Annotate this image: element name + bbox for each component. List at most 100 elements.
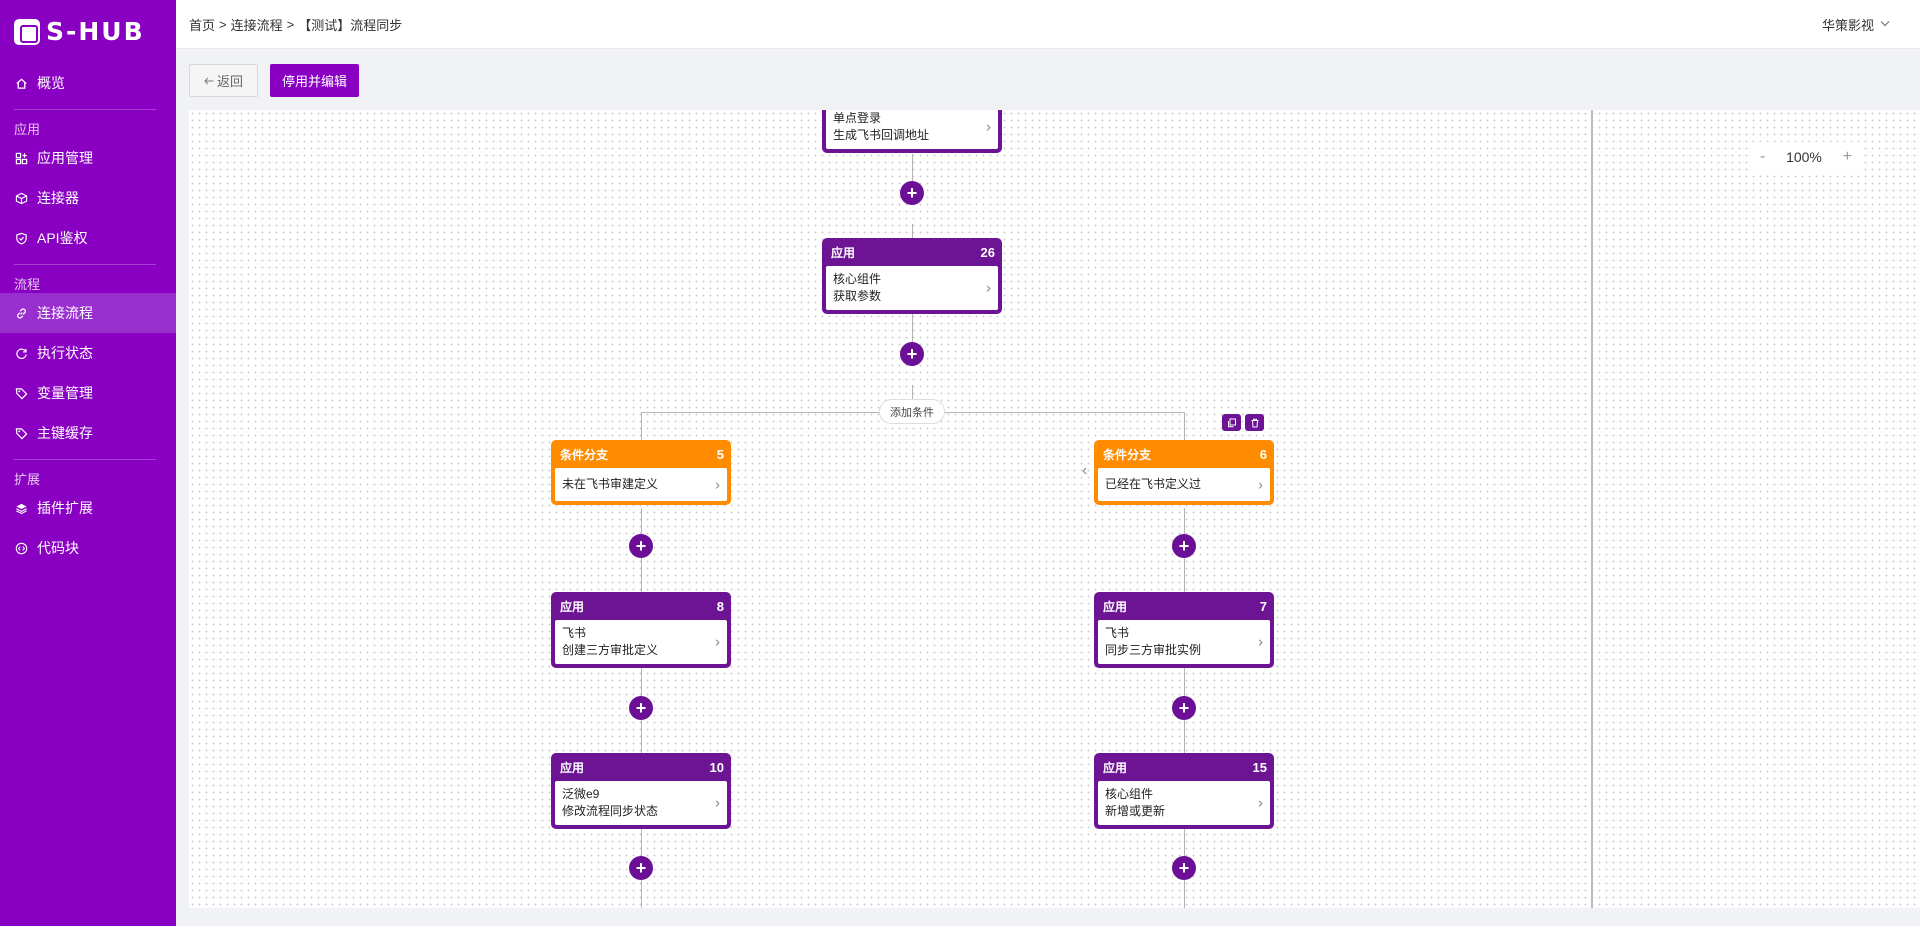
breadcrumb-current: 【测试】流程同步 [298,17,403,33]
flow-node-app[interactable]: 单点登录 生成飞书回调地址 › [822,110,1002,153]
add-step-button[interactable]: + [1172,534,1196,558]
flow-canvas[interactable]: 单点登录 生成飞书回调地址 › + 应用 26 核心组件 获取参数 › + 添加… [189,110,1920,908]
flow-node-condition-branch[interactable]: 条件分支 5 未在飞书审建定义 › [551,440,731,505]
sidebar-item-api-auth[interactable]: API鉴权 [0,218,176,258]
node-action-name: 修改流程同步状态 [562,804,659,818]
flow-node-app[interactable]: 应用 26 核心组件 获取参数 › [822,238,1002,314]
disable-and-edit-button[interactable]: 停用并编辑 [270,64,360,97]
breadcrumb-connection-flow[interactable]: 连接流程 [230,17,283,33]
code-icon [14,541,28,555]
node-header: 应用 8 [555,592,727,620]
sidebar-item-label: 主键缓存 [37,425,93,441]
top-header: 首页 > 连接流程 > 【测试】流程同步 华策影视 [176,0,1920,49]
node-header: 应用 26 [826,238,998,266]
sidebar-item-code-block[interactable]: 代码块 [0,528,176,568]
chevron-right-icon: › [986,118,991,135]
bottom-bar [176,908,1920,926]
sidebar: S-HUB 概览 应用 应用管理 连接器 API鉴权 流程 连接流程 [0,0,176,926]
node-id: 26 [980,244,995,260]
chevron-right-icon: › [715,476,720,493]
add-step-button[interactable]: + [629,696,653,720]
back-button[interactable]: 返回 [189,64,259,97]
sidebar-item-label: 概览 [37,75,65,91]
chevron-right-icon: › [986,279,991,297]
add-step-button[interactable]: + [900,181,924,205]
zoom-out-button[interactable]: - [1760,148,1766,165]
chevron-right-icon: › [1258,633,1263,651]
chevron-down-icon [1880,19,1890,30]
node-body: 单点登录 生成飞书回调地址 › [826,110,998,149]
zoom-control: - 100% + [1750,142,1862,172]
sidebar-item-plugin-extension[interactable]: 插件扩展 [0,488,176,528]
flow-node-app[interactable]: 应用 8 飞书 创建三方审批定义 › [551,592,731,668]
home-icon [14,76,28,90]
sidebar-item-connector[interactable]: 连接器 [0,178,176,218]
nav-group-app: 应用 [14,122,41,137]
sidebar-item-label: 插件扩展 [37,500,93,516]
add-step-button[interactable]: + [900,342,924,366]
node-action-name: 生成飞书回调地址 [833,128,930,142]
node-body: 飞书 同步三方审批实例 › [1098,620,1270,664]
flow-node-app[interactable]: 应用 10 泛微e9 修改流程同步状态 › [551,753,731,829]
app-grid-icon [14,151,28,165]
refresh-icon [14,346,28,360]
copy-icon[interactable] [1222,414,1241,431]
sidebar-item-label: API鉴权 [37,230,88,246]
node-type: 条件分支 [1103,447,1152,462]
connector-line [1184,412,1185,450]
divider [14,459,156,460]
logo-text: S-HUB [46,17,145,46]
add-step-button[interactable]: + [1172,856,1196,880]
node-action-name: 同步三方审批实例 [1105,643,1202,657]
chevron-right-icon: › [715,633,720,651]
node-app-name: 飞书 [562,626,587,640]
add-step-button[interactable]: + [1172,696,1196,720]
node-body: 核心组件 获取参数 › [826,266,998,310]
flow-node-app[interactable]: 应用 7 飞书 同步三方审批实例 › [1094,592,1274,668]
node-header: 应用 7 [1098,592,1270,620]
node-body: 已经在飞书定义过 › [1098,468,1270,501]
node-type: 条件分支 [560,447,609,462]
sidebar-item-execution-status[interactable]: 执行状态 [0,333,176,373]
node-action-name: 获取参数 [833,289,882,303]
logo-icon [14,18,40,45]
node-condition-text: 已经在飞书定义过 [1105,477,1202,491]
node-id: 10 [709,759,724,775]
chevron-right-icon: › [1258,794,1263,812]
node-id: 8 [716,598,724,614]
node-action-name: 新增或更新 [1105,804,1166,818]
sidebar-item-app-management[interactable]: 应用管理 [0,138,176,178]
breadcrumb-separator: > [219,16,227,32]
node-body: 未在飞书审建定义 › [555,468,727,501]
add-step-button[interactable]: + [629,534,653,558]
divider [14,109,156,110]
flow-diagram: 单点登录 生成飞书回调地址 › + 应用 26 核心组件 获取参数 › + 添加… [189,110,1920,908]
toolbar: 返回 停用并编辑 [189,64,360,97]
sidebar-item-variable-management[interactable]: 变量管理 [0,373,176,413]
node-type: 应用 [560,760,585,775]
logo[interactable]: S-HUB [0,0,176,63]
sidebar-item-connection-flow[interactable]: 连接流程 [0,293,176,333]
chevron-left-icon[interactable]: ‹ [1082,462,1088,479]
shield-icon [14,231,28,245]
add-condition-button[interactable]: 添加条件 [879,399,945,424]
node-id: 6 [1259,446,1267,462]
connector-line [912,154,913,202]
add-step-button[interactable]: + [629,856,653,880]
flow-node-app[interactable]: 应用 15 核心组件 新增或更新 › [1094,753,1274,829]
node-type: 应用 [1103,599,1128,614]
connector-line [912,313,913,363]
sidebar-item-overview[interactable]: 概览 [0,63,176,103]
node-app-name: 泛微e9 [562,787,600,801]
delete-icon[interactable] [1245,414,1264,431]
user-name: 华策影视 [1821,18,1874,33]
nav-group-flow: 流程 [14,277,41,292]
sidebar-item-label: 代码块 [37,540,79,556]
panel-splitter[interactable] [1591,110,1593,908]
sidebar-item-primary-key-cache[interactable]: 主键缓存 [0,413,176,453]
user-menu[interactable]: 华策影视 [1822,0,1890,49]
breadcrumb-home[interactable]: 首页 [189,17,216,33]
flow-node-condition-branch[interactable]: 条件分支 6 已经在飞书定义过 › [1094,440,1274,505]
zoom-in-button[interactable]: + [1842,148,1852,165]
arrow-left-icon [204,73,214,88]
